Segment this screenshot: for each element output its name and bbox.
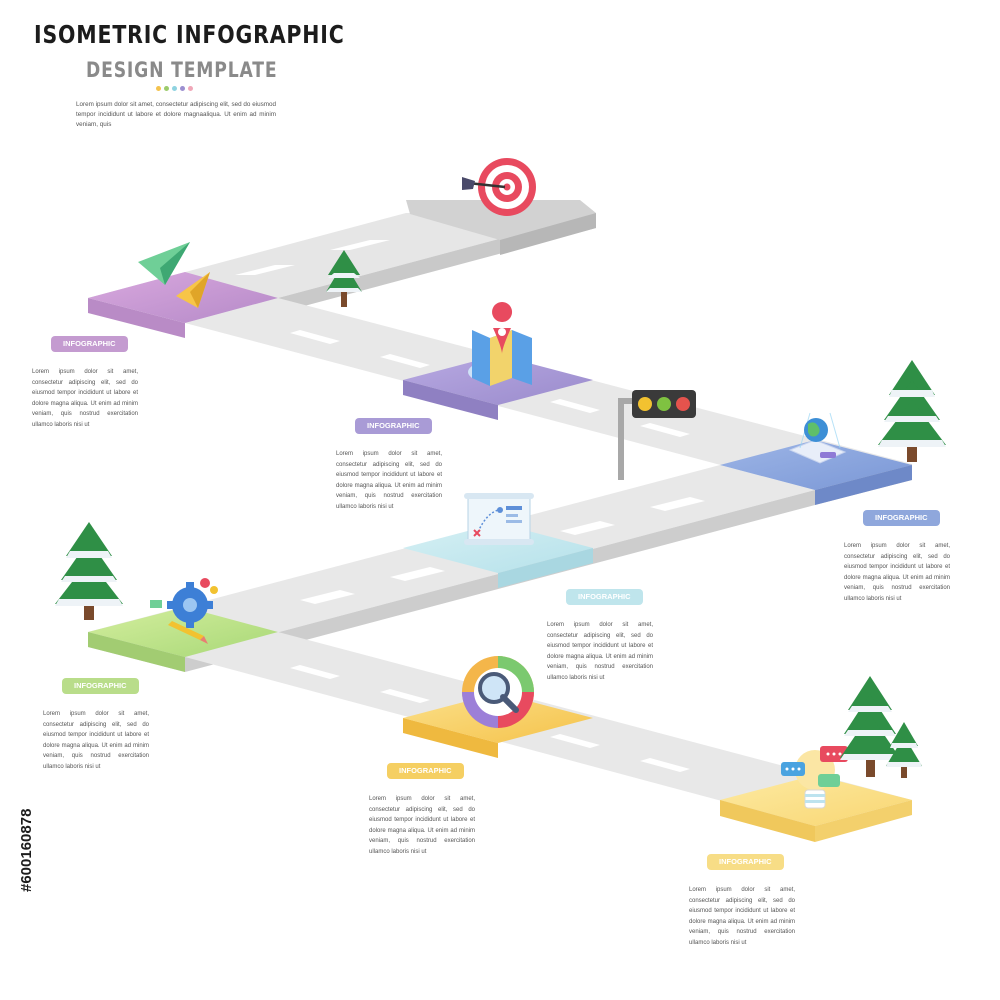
dot (164, 86, 169, 91)
step-badge-4: INFOGRAPHIC (566, 589, 643, 605)
step-text-4: Lorem ipsum dolor sit amet, consectetur … (547, 622, 653, 681)
step-badge-6: INFOGRAPHIC (387, 763, 464, 779)
paper-plane-icon (138, 242, 210, 308)
dot (172, 86, 177, 91)
step-plate-3 (720, 440, 912, 505)
stock-id-text: #600160878 (18, 809, 35, 892)
decorative-dots (156, 86, 193, 91)
step-badge-3: INFOGRAPHIC (863, 510, 940, 526)
step-badge-2: INFOGRAPHIC (355, 418, 432, 434)
step-badge-7: INFOGRAPHIC (707, 854, 784, 870)
pine-tree-icon (326, 250, 362, 307)
step-text-1: Lorem ipsum dolor sit amet, consectetur … (32, 369, 138, 428)
step-text-2: Lorem ipsum dolor sit amet, consectetur … (336, 451, 442, 510)
magnifier-icon (462, 656, 534, 728)
lane-markings (235, 240, 705, 772)
globe-phone-icon (788, 412, 847, 464)
target-icon (462, 158, 536, 216)
blueprint-icon (464, 493, 534, 545)
stock-id: #600160878 (18, 809, 35, 892)
step-text-7: Lorem ipsum dolor sit amet, consectetur … (689, 887, 795, 946)
intro-text: Lorem ipsum dolor sit amet, consectetur … (76, 101, 276, 128)
dot (188, 86, 193, 91)
traffic-light-icon (618, 390, 696, 480)
lightbulb-icon (781, 746, 848, 809)
map-pin-icon (468, 302, 532, 386)
step-text-3: Lorem ipsum dolor sit amet, consectetur … (844, 543, 950, 602)
pine-tree-icon (840, 676, 900, 777)
step-plate-4 (403, 523, 593, 588)
page-title: ISOMETRIC INFOGRAPHIC (34, 20, 345, 49)
pine-tree-icon (878, 360, 946, 462)
gear-icon (150, 578, 218, 644)
pine-tree-icon (886, 722, 922, 778)
goal-plate (406, 200, 596, 255)
step-text-6: Lorem ipsum dolor sit amet, consectetur … (369, 796, 475, 855)
page-subtitle: DESIGN TEMPLATE (86, 58, 278, 82)
step-text-5: Lorem ipsum dolor sit amet, consectetur … (43, 711, 149, 770)
dot (180, 86, 185, 91)
dot (156, 86, 161, 91)
step-badge-5: INFOGRAPHIC (62, 678, 139, 694)
step-badge-1: INFOGRAPHIC (51, 336, 128, 352)
pine-tree-icon (55, 522, 123, 620)
